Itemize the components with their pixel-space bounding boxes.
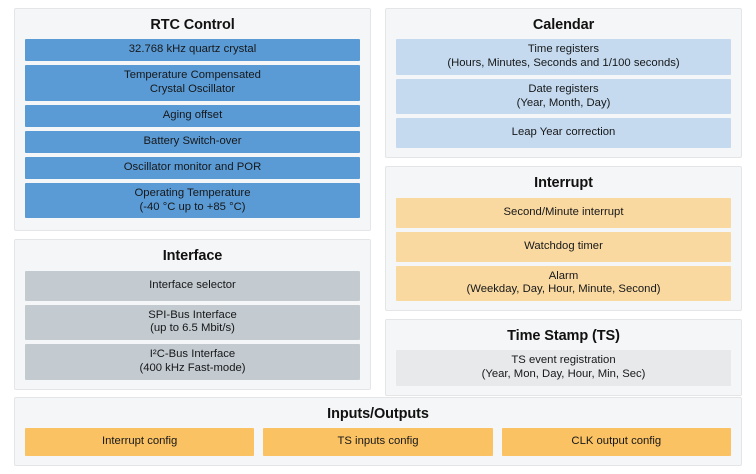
block-watchdog-timer[interactable]: Watchdog timer [396,231,731,262]
block-sublabel: (Hours, Minutes, Seconds and 1/100 secon… [447,57,680,69]
panel-title-time-stamp: Time Stamp (TS) [507,328,620,345]
block-label: Alarm [548,269,579,282]
block-i2c-bus-interface[interactable]: I²C-Bus Interface (400 kHz Fast-mode) [25,344,360,380]
block-label: 32.768 kHz quartz crystal [128,43,257,56]
block-ts-inputs-config[interactable]: TS inputs config [263,428,493,456]
block-sublabel: (400 kHz Fast-mode) [139,362,246,374]
block-date-registers[interactable]: Date registers (Year, Month, Day) [396,78,731,115]
block-clk-output-config[interactable]: CLK output config [501,428,731,456]
interface-rows: Interface selector SPI-Bus Interface (up… [25,270,360,380]
panel-title-interrupt: Interrupt [534,175,593,192]
panel-time-stamp: Time Stamp (TS) TS event registration (Y… [385,319,742,396]
inputs-outputs-rows: Interrupt config TS inputs config CLK ou… [25,428,731,456]
block-label: TS inputs config [337,435,419,448]
block-label: Temperature Compensated [124,69,261,82]
panel-inputs-outputs: Inputs/Outputs Interrupt config TS input… [14,396,742,466]
block-label: CLK output config [571,435,662,448]
block-spi-bus-interface[interactable]: SPI-Bus Interface (up to 6.5 Mbit/s) [25,304,360,341]
block-label: Time registers [527,43,600,56]
block-label: Second/Minute interrupt [503,205,624,218]
right-column: Calendar Time registers (Hours, Minutes,… [385,8,742,396]
time-stamp-rows: TS event registration (Year, Mon, Day, H… [396,350,731,386]
rtc-control-rows: 32.768 kHz quartz crystal Temperature Co… [25,39,360,221]
block-time-registers[interactable]: Time registers (Hours, Minutes, Seconds … [396,39,731,75]
panel-calendar: Calendar Time registers (Hours, Minutes,… [385,8,742,159]
block-aging-offset[interactable]: Aging offset [25,104,360,127]
panel-interrupt: Interrupt Second/Minute interrupt Watchd… [385,166,742,312]
block-label: Leap Year correction [511,126,616,139]
block-operating-temperature[interactable]: Operating Temperature (-40 °C up to +85 … [25,182,360,219]
calendar-rows: Time registers (Hours, Minutes, Seconds … [396,39,731,149]
panel-interface: Interface Interface selector SPI-Bus Int… [14,239,371,390]
diagram-columns: RTC Control 32.768 kHz quartz crystal Te… [14,8,742,396]
block-label: Interrupt config [101,435,178,448]
block-interface-selector[interactable]: Interface selector [25,270,360,301]
block-tcxo[interactable]: Temperature Compensated Crystal Oscillat… [25,65,360,101]
block-label: Watchdog timer [524,239,603,252]
left-column: RTC Control 32.768 kHz quartz crystal Te… [14,8,371,390]
panel-title-inputs-outputs: Inputs/Outputs [327,405,429,422]
block-label: TS event registration [511,354,616,367]
block-sublabel: (Weekday, Day, Hour, Minute, Second) [466,283,661,296]
block-label: Date registers [528,82,599,95]
block-label: Interface selector [149,278,236,291]
block-alarm[interactable]: Alarm (Weekday, Day, Hour, Minute, Secon… [396,265,731,302]
block-oscillator-monitor-por[interactable]: Oscillator monitor and POR [25,156,360,179]
block-label: Aging offset [162,108,223,121]
block-leap-year-correction[interactable]: Leap Year correction [396,118,731,149]
block-label: I²C-Bus Interface [149,348,236,361]
block-ts-event-registration[interactable]: TS event registration (Year, Mon, Day, H… [396,350,731,386]
block-sublabel: (up to 6.5 Mbit/s) [150,322,235,335]
panel-rtc-control: RTC Control 32.768 kHz quartz crystal Te… [14,8,371,232]
block-label: SPI-Bus Interface [148,308,237,321]
panel-title-calendar: Calendar [532,17,595,33]
block-sublabel: (Year, Month, Day) [516,96,611,109]
block-sublabel: Crystal Oscillator [149,83,236,95]
block-sublabel: (-40 °C up to +85 °C) [139,200,246,213]
panel-title-interface: Interface [162,248,223,265]
block-interrupt-config[interactable]: Interrupt config [25,428,255,456]
block-quartz-crystal[interactable]: 32.768 kHz quartz crystal [25,39,360,62]
block-label: Operating Temperature [134,186,251,199]
block-second-minute-interrupt[interactable]: Second/Minute interrupt [396,197,731,228]
block-label: Oscillator monitor and POR [123,160,262,173]
block-battery-switch-over[interactable]: Battery Switch-over [25,130,360,153]
block-label: Battery Switch-over [143,134,242,147]
interrupt-rows: Second/Minute interrupt Watchdog timer A… [396,197,731,302]
panel-title-rtc-control: RTC Control [150,17,235,33]
block-sublabel: (Year, Mon, Day, Hour, Min, Sec) [481,368,646,381]
